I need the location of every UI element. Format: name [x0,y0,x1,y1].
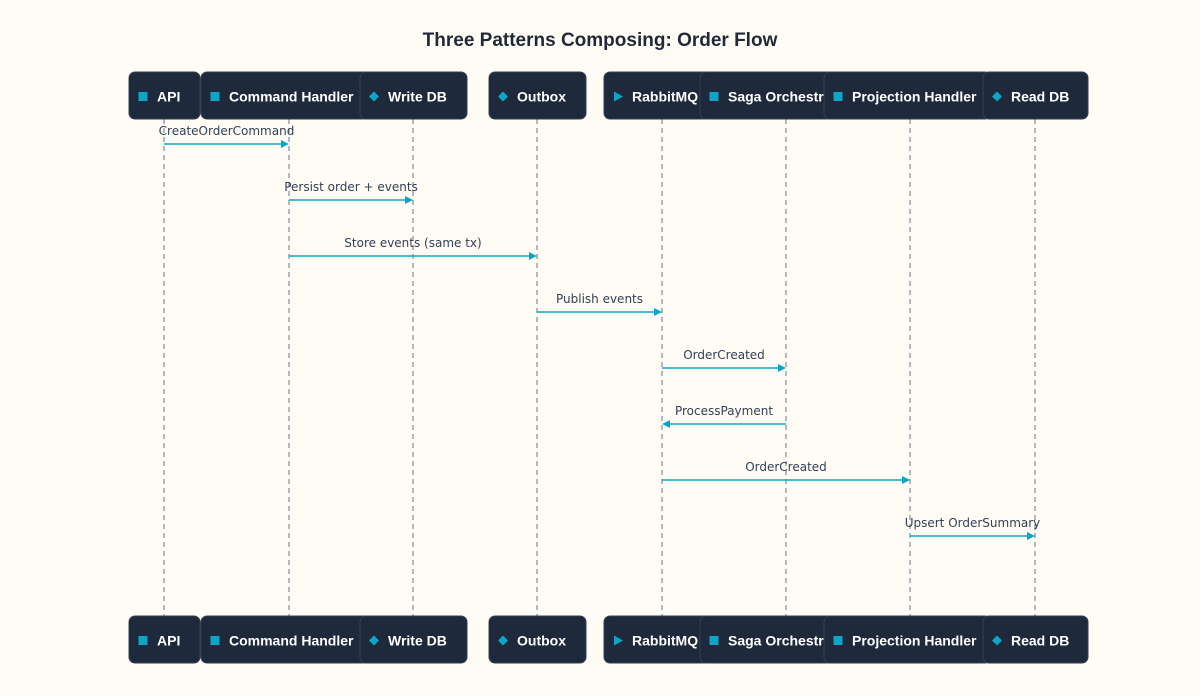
square-icon [210,92,220,101]
message-label: Upsert OrderSummary [905,516,1041,530]
participant-label: RabbitMQ [632,89,698,105]
square-icon [709,92,719,101]
message-label: Publish events [556,292,643,306]
message-label: Persist order + events [284,180,418,194]
participant-label: Write DB [388,633,447,649]
message-3: Store events (same tx) [289,236,537,260]
participant-read-db-bottom[interactable]: Read DB [982,615,1089,664]
square-icon [833,92,843,101]
participant-label: Projection Handler [852,633,977,649]
participant-projection-handler-bottom[interactable]: Projection Handler [823,615,992,664]
message-label: OrderCreated [745,460,827,474]
participant-write-db-bottom[interactable]: Write DB [359,615,468,664]
arrowhead-icon [405,196,413,204]
participant-box [128,615,201,664]
diamond-icon [498,635,508,646]
participant-label: Command Handler [229,89,354,105]
message-4: Publish events [537,292,662,316]
participants-top: API Command Handler Write DB Outbox RabbitMQ… [128,71,1089,120]
participant-box [982,71,1089,120]
participant-rabbitmq-top[interactable]: RabbitMQ [603,71,715,120]
diamond-icon [369,635,379,646]
message-7: OrderCreated [662,460,910,484]
participant-box [488,615,587,664]
square-icon [709,636,719,645]
participant-outbox-top[interactable]: Outbox [488,71,587,120]
participant-read-db-top[interactable]: Read DB [982,71,1089,120]
arrowhead-icon [662,420,670,428]
diamond-icon [992,635,1002,646]
arrowhead-icon [529,252,537,260]
participant-api-bottom[interactable]: API [128,615,201,664]
square-icon [138,92,148,101]
participant-command-handler-top[interactable]: Command Handler [200,71,374,120]
participant-label: Saga Orchestr [728,89,824,105]
arrowhead-icon [654,308,662,316]
participant-box [128,71,201,120]
participant-label: Read DB [1011,633,1069,649]
arrowhead-icon [281,140,289,148]
participant-label: Outbox [517,89,566,105]
participant-label: RabbitMQ [632,633,698,649]
diamond-icon [992,91,1002,102]
play-icon [614,635,623,646]
message-label: CreateOrderCommand [159,124,295,138]
diamond-icon [498,91,508,102]
message-label: Store events (same tx) [344,236,481,250]
arrowhead-icon [778,364,786,372]
participant-label: Projection Handler [852,89,977,105]
participants-bottom: API Command Handler Write DB Outbox RabbitMQ… [128,615,1089,664]
square-icon [210,636,220,645]
participant-box [982,615,1089,664]
diagram-title: Three Patterns Composing: Order Flow [423,30,778,51]
participant-label: Outbox [517,633,566,649]
participant-command-handler-bottom[interactable]: Command Handler [200,615,374,664]
message-8: Upsert OrderSummary [905,516,1041,540]
arrowhead-icon [1027,532,1035,540]
participant-outbox-bottom[interactable]: Outbox [488,615,587,664]
participant-box [359,71,468,120]
arrowhead-icon [902,476,910,484]
message-label: OrderCreated [683,348,765,362]
square-icon [833,636,843,645]
participant-label: API [157,633,180,649]
participant-projection-handler-top[interactable]: Projection Handler [823,71,992,120]
lifelines [163,119,1036,616]
participant-label: Read DB [1011,89,1069,105]
participant-label: Write DB [388,89,447,105]
participant-write-db-top[interactable]: Write DB [359,71,468,120]
message-5: OrderCreated [662,348,786,372]
message-1: CreateOrderCommand [159,124,295,148]
square-icon [138,636,148,645]
play-icon [614,91,623,102]
participant-label: Saga Orchestr [728,633,824,649]
participant-box [488,71,587,120]
participant-rabbitmq-bottom[interactable]: RabbitMQ [603,615,715,664]
diamond-icon [369,91,379,102]
message-2: Persist order + events [284,180,418,204]
participant-label: API [157,89,180,105]
participant-box [359,615,468,664]
participant-api-top[interactable]: API [128,71,201,120]
participant-label: Command Handler [229,633,354,649]
message-label: ProcessPayment [675,404,773,418]
message-6: ProcessPayment [662,404,786,428]
